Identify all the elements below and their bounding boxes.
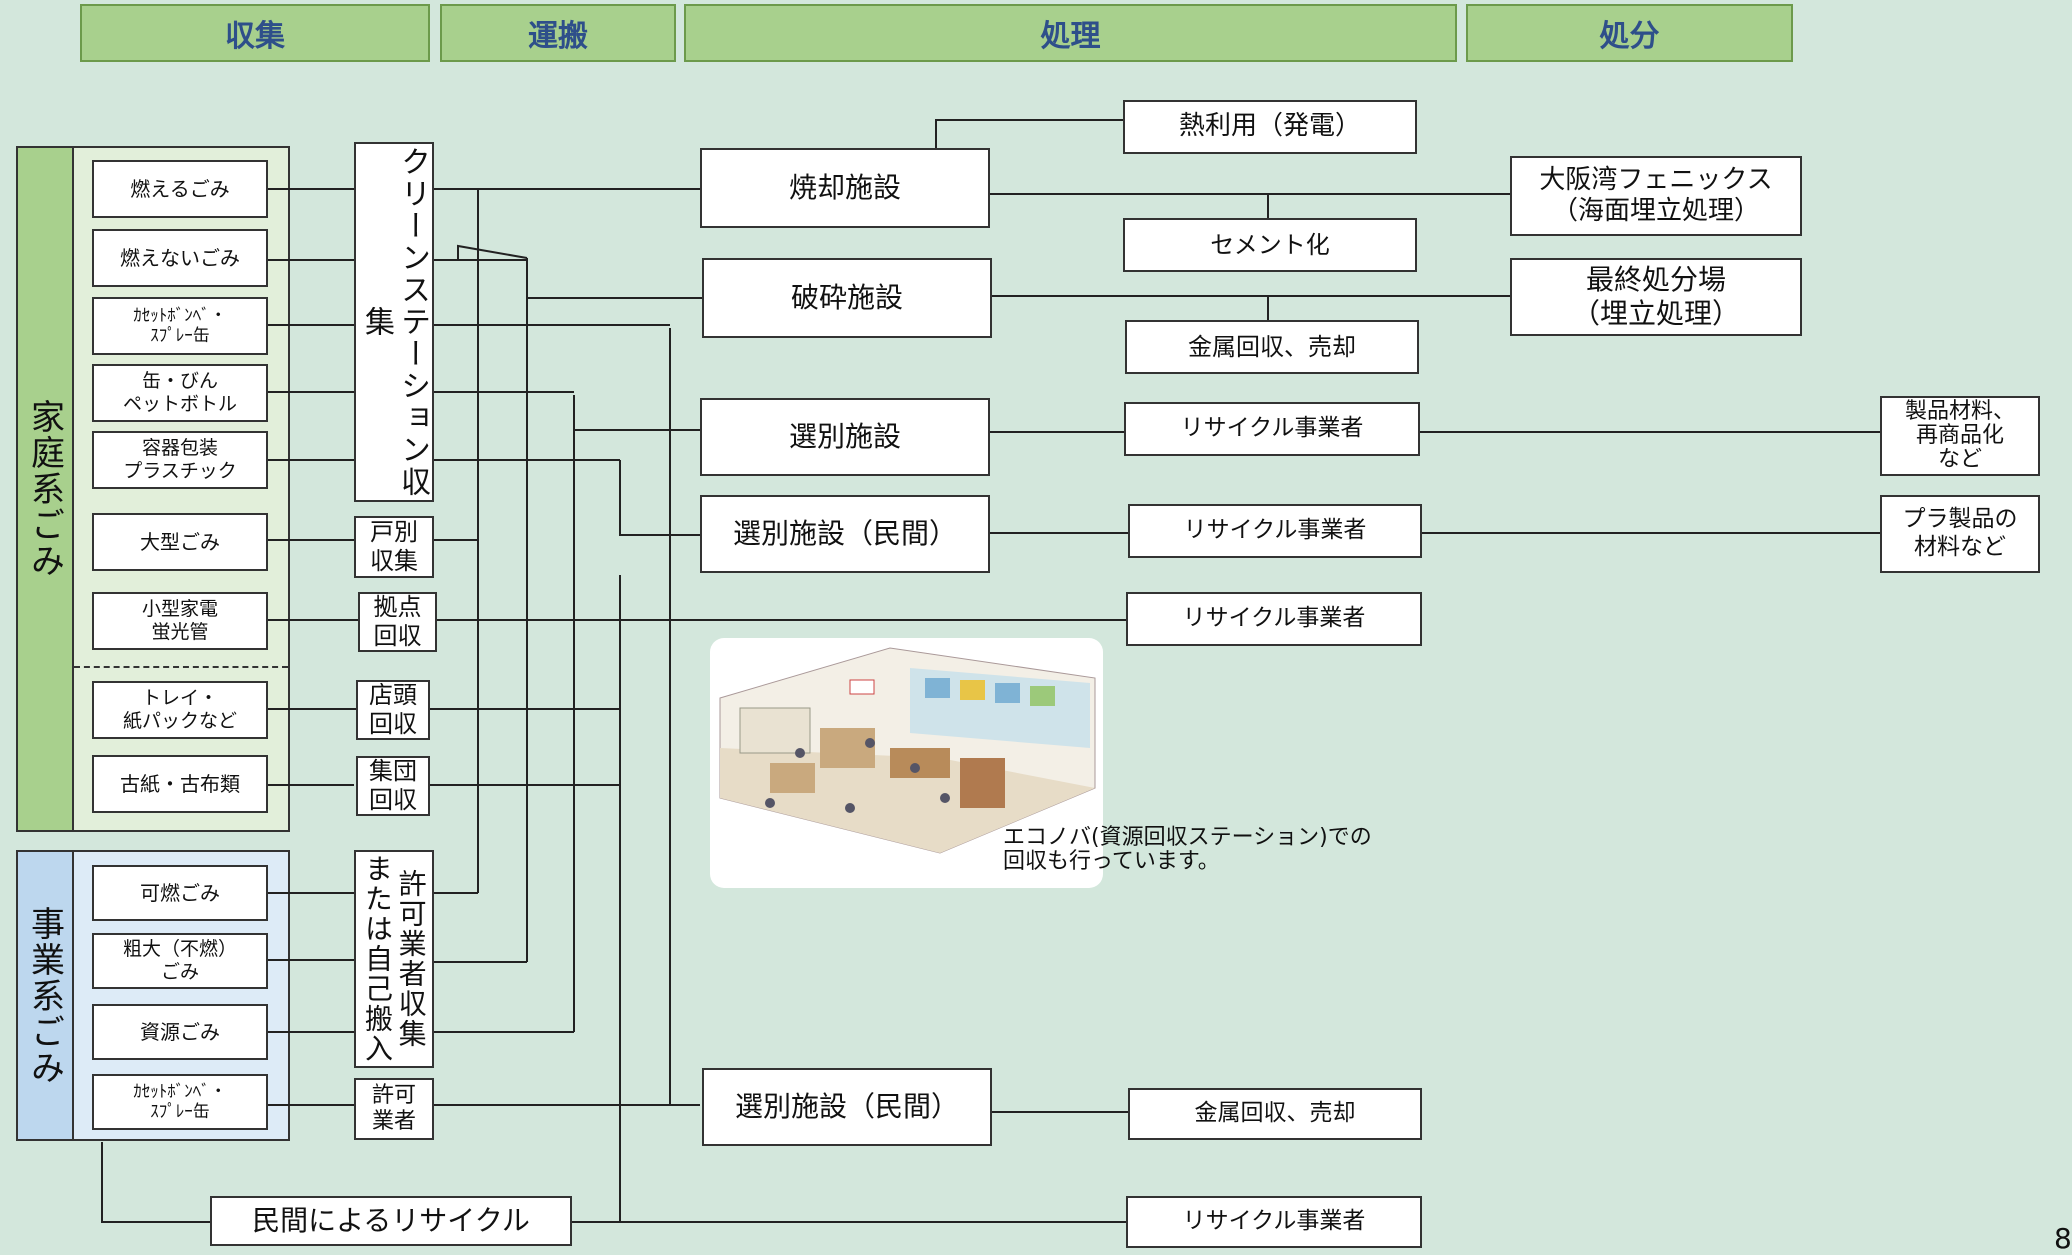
econova-station-illustration — [710, 638, 1103, 888]
product-materials: 製品材料、 再商品化 など — [1880, 396, 2040, 476]
stage-header: 収集 運搬 処理 処分 — [0, 0, 2066, 75]
licensed-or-self-delivery: 許可業者収集 または自己搬入 — [354, 850, 434, 1068]
crushing-facility: 破砕施設 — [702, 258, 992, 338]
item-plastic-packaging: 容器包装 プラスチック — [92, 431, 268, 489]
biz-item-resource: 資源ごみ — [92, 1004, 268, 1060]
item-paper-cloth: 古紙・古布類 — [92, 755, 268, 813]
econova-caption: エコノバ(資源回収ステーション)での 回収も行っています。 — [1003, 825, 1372, 875]
item-tray-carton: トレイ・ 紙パックなど — [92, 681, 268, 739]
cement-conversion: セメント化 — [1123, 218, 1417, 272]
base-collection: 拠点 回収 — [358, 592, 437, 652]
sorting-facility: 選別施設 — [700, 398, 990, 476]
biz-item-burnable: 可燃ごみ — [92, 865, 268, 921]
stage-dispose: 処分 — [1466, 4, 1793, 62]
licensed-contractor: 許可 業者 — [354, 1078, 434, 1140]
item-cassette-spray: ｶｾｯﾄﾎﾞﾝﾍﾞ・ ｽﾌﾟﾚｰ缶 — [92, 297, 268, 355]
incineration-facility: 焼却施設 — [700, 148, 990, 228]
final-landfill: 最終処分場 （埋立処理） — [1510, 258, 1802, 336]
store-collection: 店頭 回収 — [356, 680, 430, 740]
biz-item-cassette-spray: ｶｾｯﾄﾎﾞﾝﾍﾞ・ ｽﾌﾟﾚｰ缶 — [92, 1074, 268, 1130]
heat-utilization: 熱利用（発電） — [1123, 100, 1417, 154]
biz-item-bulky: 粗大（不燃） ごみ — [92, 933, 268, 989]
recycler-4: リサイクル事業者 — [1126, 1196, 1422, 1248]
household-waste-label: 家庭系ごみ — [16, 146, 74, 832]
item-small-appliance: 小型家電 蛍光管 — [92, 592, 268, 650]
sorting-facility-private-biz: 選別施設（民間） — [702, 1068, 992, 1146]
stage-process: 処理 — [684, 4, 1457, 62]
metal-recovery-biz: 金属回収、売却 — [1128, 1088, 1422, 1140]
group-collection: 集団 回収 — [356, 756, 430, 816]
stage-transport: 運搬 — [440, 4, 676, 62]
item-burnable: 燃えるごみ — [92, 160, 268, 218]
recycler-1: リサイクル事業者 — [1124, 402, 1420, 456]
recycling-station-drawing — [719, 647, 1096, 854]
recycler-3: リサイクル事業者 — [1126, 592, 1422, 646]
private-recycling: 民間によるリサイクル — [210, 1196, 572, 1246]
item-nonburnable: 燃えないごみ — [92, 229, 268, 287]
metal-recovery: 金属回収、売却 — [1125, 320, 1419, 374]
page-number: 8 — [2054, 1222, 2072, 1255]
item-bulky: 大型ごみ — [92, 513, 268, 571]
household-divider — [74, 666, 288, 668]
self-delivery-text: または自己搬入 — [361, 854, 394, 1064]
stage-collect: 収集 — [80, 4, 430, 62]
plastic-product-materials: プラ製品の 材料など — [1880, 495, 2040, 573]
business-waste-label: 事業系ごみ — [16, 850, 74, 1141]
clean-station-collection: クリーンステーション収集 — [354, 142, 434, 502]
individual-collection: 戸別 収集 — [354, 516, 434, 578]
sorting-facility-private: 選別施設（民間） — [700, 495, 990, 573]
osaka-bay-phoenix: 大阪湾フェニックス （海面埋立処理） — [1510, 156, 1802, 236]
licensed-collection-text: 許可業者収集 — [394, 869, 428, 1049]
item-cans-bottles: 缶・びん ペットボトル — [92, 364, 268, 422]
recycler-2: リサイクル事業者 — [1128, 504, 1422, 558]
